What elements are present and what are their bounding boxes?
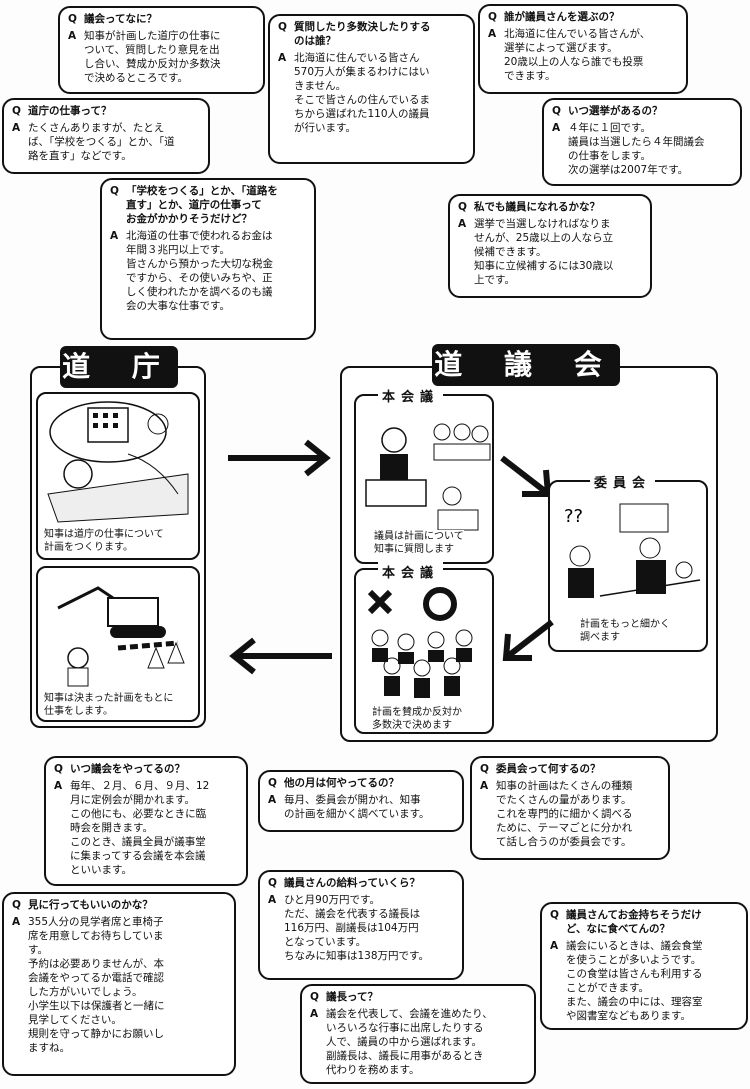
assembly-question-illustration — [365, 423, 491, 531]
question: 道庁の仕事って？ — [28, 105, 112, 117]
q-label: Q — [278, 21, 287, 33]
svg-text:??: ?? — [564, 506, 583, 527]
a-label: A — [550, 940, 559, 952]
q-label: Q — [458, 201, 467, 213]
answer: ４年に１回です。 議員は当選したら４年間議会 の仕事をします。 次の選挙は200… — [568, 122, 705, 176]
qa-okane: Q 「学校をつくる」とか、「道路を 直す」とか、道庁の仕事って お金がかかりそうだ… — [100, 178, 316, 340]
q-label: Q — [54, 763, 63, 775]
answer: たくさんありますが、たとえ ば、「学校をつくる」とか、「道 路を直す」などです。 — [28, 122, 175, 162]
q-label: Q — [552, 105, 561, 117]
a-label: A — [278, 52, 287, 64]
question: 議員さんてお金持ちそうだけ ど、なに食べてんの？ — [566, 909, 702, 935]
committee-illustration: ?? — [564, 503, 701, 598]
honkaigi-question-caption: 議員は計画について 知事に質問します — [374, 530, 464, 556]
answer: 議会を代表して、会議を進めたり、 いろいろな行事に出席したりする 人で、議員の中… — [326, 1008, 493, 1076]
qa-kanemochi: Q 議員さんてお金持ちそうだけ ど、なに食べてんの？ A 議会にいるときは、議会食堂… — [540, 902, 748, 1030]
q-label: Q — [12, 899, 21, 911]
a-label: A — [268, 894, 277, 906]
a-label: A — [480, 780, 489, 792]
a-label: A — [488, 28, 497, 40]
qa-erabu: Q 誰が議員さんを選ぶの？ A 北海道に住んでいる皆さんが、 選挙によって選びます。… — [478, 4, 688, 94]
qa-watashi: Q 私でも議員になれるかな？ A 選挙で当選しなければなりま せんが、25歳以上の人… — [448, 194, 652, 298]
qa-iinkai: Q 委員会って何するの？ A 知事の計画はたくさんの種類 でたくさんの量があります。… — [470, 756, 670, 860]
question: 議会ってなに？ — [84, 13, 157, 25]
qa-hoka: Q 他の月は何やってるの？ A 毎月、委員会が開かれ、知事 の計画を細かく調べていま… — [258, 770, 464, 832]
answer: 毎月、委員会が開かれ、知事 の計画を細かく調べています。 — [284, 794, 430, 820]
docho-bottom-caption: 知事は決まった計画をもとに 仕事をします。 — [44, 692, 174, 718]
answer: 北海道の仕事で使われるお金は 年間３兆円以上です。 皆さんから預かった大切な税金… — [126, 230, 273, 312]
question: 質問したり多数決したりする のは誰？ — [294, 21, 431, 47]
answer: 355人分の見学者席と車椅子 席を用意してお待ちしていま す。 予約は必要ありま… — [28, 916, 165, 1054]
docho-top-panel: 知事は道庁の仕事について 計画をつくります。 — [36, 392, 200, 560]
a-label: A — [68, 30, 77, 42]
docho-bottom-panel: 知事は決まった計画をもとに 仕事をします。 — [36, 566, 200, 722]
question: 私でも議員になれるかな？ — [474, 201, 600, 213]
qa-senkyo: Q いつ選挙があるの？ A ４年に１回です。 議員は当選したら４年間議会 の仕事をし… — [542, 98, 742, 186]
question: 見に行ってもいいのかな？ — [28, 899, 153, 911]
a-label: A — [12, 122, 21, 134]
honkaigi-vote-caption: 計画を賛成か反対か 多数決で決めます — [372, 706, 462, 732]
qa-kengaku: Q 見に行ってもいいのかな？ A 355人分の見学者席と車椅子 席を用意してお待ちし… — [2, 892, 236, 1076]
answer: 知事の計画はたくさんの種類 でたくさんの量があります。 これを専門的に細かく調べ… — [496, 780, 633, 848]
a-label: A — [458, 218, 467, 230]
question: 議員さんの給料っていくら？ — [284, 877, 420, 889]
qa-gicho: Q 議長って？ A 議会を代表して、会議を進めたり、 いろいろな行事に出席したりする… — [300, 984, 536, 1084]
a-label: A — [110, 230, 119, 242]
arrow-down-left-icon — [502, 619, 554, 661]
q-label: Q — [268, 877, 277, 889]
answer: 議会にいるときは、議会食堂 を使うことが多いようです。 この食堂は皆さんも利用す… — [566, 940, 703, 1022]
qa-kyuryo: Q 議員さんの給料っていくら？ A ひと月90万円です。 ただ、議会を代表する議長は… — [258, 870, 464, 980]
a-label: A — [268, 794, 277, 806]
answer: 知事が計画した道庁の仕事に ついて、質問したり意見を出 し合い、賛成か反対か多数… — [84, 30, 221, 84]
docho-banner: 道 庁 — [60, 346, 178, 388]
qa-shitsumon: Q 質問したり多数決したりする のは誰？ A 北海道に住んでいる皆さん 570万人が… — [268, 14, 475, 164]
honkaigi-vote-panel: 計画を賛成か反対か 多数決で決めます — [354, 568, 494, 734]
construction-illustration — [57, 586, 185, 687]
honkaigi-question-title: 本会議 — [378, 386, 444, 405]
question: 他の月は何やってるの？ — [284, 777, 399, 789]
question: いつ選挙があるの？ — [568, 105, 663, 117]
question: いつ議会をやってるの？ — [70, 763, 185, 775]
q-label: Q — [550, 909, 559, 921]
vote-illustration — [367, 587, 473, 698]
honkaigi-vote-title: 本会議 — [378, 562, 444, 581]
iinkai-caption: 計画をもっと細かく 調べます — [580, 618, 670, 644]
q-label: Q — [480, 763, 489, 775]
arrow-left-icon — [229, 637, 332, 675]
qa-docho-shigoto: Q 道庁の仕事って？ A たくさんありますが、たとえ ば、「学校をつくる」とか、「道… — [2, 98, 210, 174]
qa-gikai: Q 議会ってなに？ A 知事が計画した道庁の仕事に ついて、質問したり意見を出 し合… — [58, 6, 265, 94]
q-label: Q — [268, 777, 277, 789]
question: 誰が議員さんを選ぶの？ — [504, 11, 620, 23]
question: 議長って？ — [326, 991, 378, 1003]
a-label: A — [54, 780, 63, 792]
arrow-right-icon — [228, 439, 331, 477]
honkaigi-question-panel: 議員は計画について 知事に質問します — [354, 394, 494, 564]
question: 「学校をつくる」とか、「道路を 直す」とか、道庁の仕事って お金がかかりそうだけ… — [126, 185, 278, 225]
iinkai-panel: ?? 計画をもっと細かく 調べます — [548, 480, 708, 652]
q-label: Q — [12, 105, 21, 117]
q-label: Q — [68, 13, 77, 25]
answer: ひと月90万円です。 ただ、議会を代表する議長は 116万円、副議長は104万円… — [284, 894, 429, 962]
qa-itsu: Q いつ議会をやってるの？ A 毎年、２月、６月、９月、12 月に定例会が開かれます… — [44, 756, 248, 886]
planning-illustration — [47, 401, 189, 523]
docho-top-caption: 知事は道庁の仕事について 計画をつくります。 — [44, 528, 164, 554]
a-label: A — [310, 1008, 319, 1020]
q-label: Q — [110, 185, 119, 197]
a-label: A — [12, 916, 21, 928]
iinkai-title: 委員会 — [590, 472, 656, 491]
q-label: Q — [488, 11, 497, 23]
answer: 選挙で当選しなければなりま せんが、25歳以上の人なら立 候補できます。 知事に… — [474, 218, 614, 286]
dogikai-banner: 道 議 会 — [432, 344, 620, 386]
answer: 北海道に住んでいる皆さん 570万人が集まるわけにはい きません。 そこで皆さん… — [294, 52, 430, 134]
answer: 北海道に住んでいる皆さんが、 選挙によって選びます。 20歳以上の人なら誰でも投… — [504, 28, 651, 82]
question: 委員会って何するの？ — [496, 763, 601, 775]
answer: 毎年、２月、６月、９月、12 月に定例会が開かれます。 この他にも、必要なときに… — [70, 780, 210, 876]
q-label: Q — [310, 991, 319, 1003]
a-label: A — [552, 122, 561, 134]
